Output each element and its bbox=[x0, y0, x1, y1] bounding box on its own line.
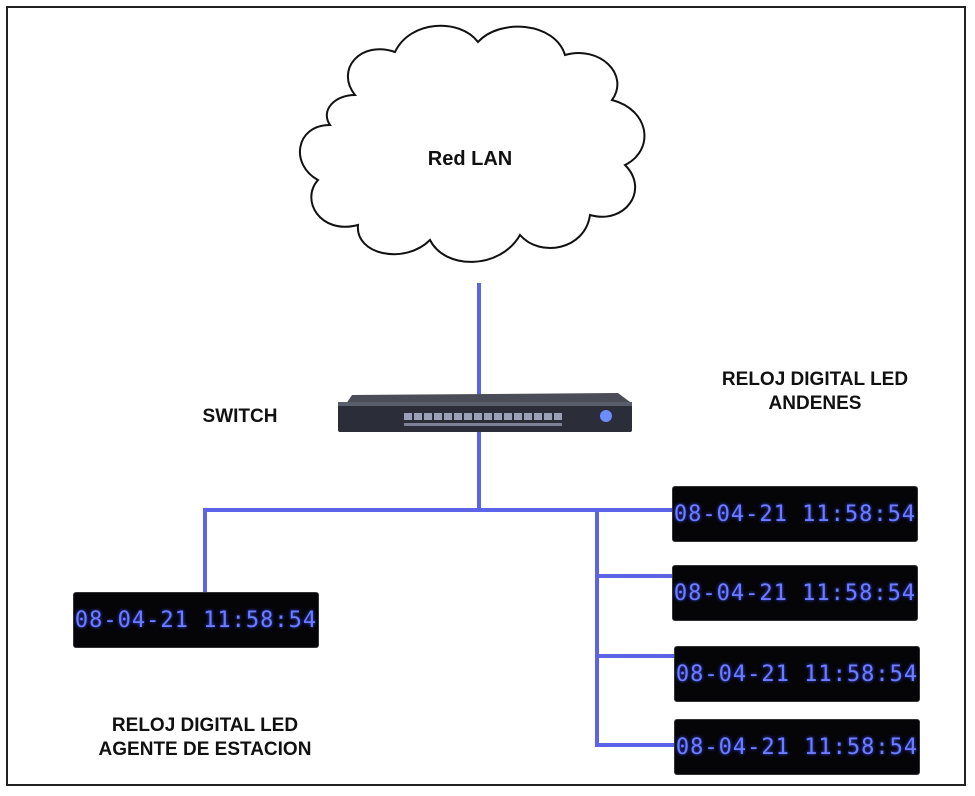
platform-led-clock-3: 08-04-21 11:58:54 bbox=[675, 647, 919, 701]
platform-led-clock-2: 08-04-21 11:58:54 bbox=[673, 566, 917, 620]
agent-led-clock-display: 08-04-21 11:58:54 bbox=[74, 607, 318, 633]
platform-led-clock-4: 08-04-21 11:58:54 bbox=[675, 720, 919, 774]
platform-clocks-label: RELOJ DIGITAL LED ANDENES bbox=[680, 368, 950, 416]
platform-led-clock-display: 08-04-21 11:58:54 bbox=[675, 661, 919, 687]
switch-label: SWITCH bbox=[202, 406, 278, 427]
agent-clock-label-line1: RELOJ DIGITAL LED bbox=[111, 715, 299, 736]
platform-led-clock-1: 08-04-21 11:58:54 bbox=[673, 487, 917, 541]
cloud-label: Red LAN bbox=[427, 148, 513, 170]
platform-clocks-label-line2: ANDENES bbox=[768, 393, 862, 414]
agent-led-clock: 08-04-21 11:58:54 bbox=[74, 593, 318, 647]
switch-icon bbox=[338, 393, 632, 432]
platform-led-clock-display: 08-04-21 11:58:54 bbox=[673, 501, 917, 527]
agent-clock-label: RELOJ DIGITAL LED AGENTE DE ESTACION bbox=[50, 714, 360, 762]
agent-clock-label-line2: AGENTE DE ESTACION bbox=[98, 739, 312, 760]
platform-led-clock-display: 08-04-21 11:58:54 bbox=[673, 580, 917, 606]
platform-led-clock-display: 08-04-21 11:58:54 bbox=[675, 734, 919, 760]
cloud-icon bbox=[298, 24, 646, 263]
network-links bbox=[203, 283, 679, 747]
platform-clocks-label-line1: RELOJ DIGITAL LED bbox=[721, 369, 909, 390]
